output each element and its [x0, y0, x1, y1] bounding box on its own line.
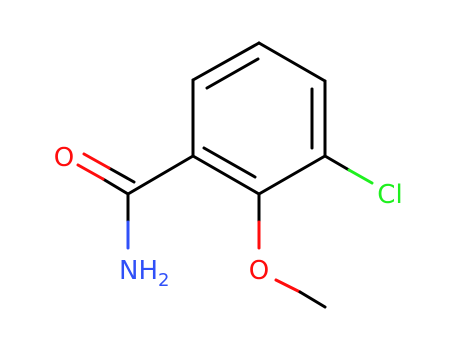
ring-bond-c5-c6	[191, 154, 261, 196]
ring-bond-c4-c5	[257, 154, 327, 196]
substituent-bonds	[76, 152, 374, 309]
benzene-ring	[191, 41, 327, 196]
bond-ring-chlorine-green	[347, 168, 374, 185]
atom-amide-nitrogen-subscript: 2	[158, 270, 169, 291]
bond-ring-chlorine-black	[323, 154, 351, 172]
ring-bond-c1-c2	[191, 41, 261, 82]
bond-carbonyl-double-a-red	[76, 163, 105, 181]
ring-bond-c1-c2-inner	[205, 57, 260, 90]
atom-amide-nitrogen: NH2	[119, 256, 169, 291]
ring-bond-c2-c3	[257, 41, 327, 83]
atom-amide-nitrogen-symbol: NH	[119, 256, 158, 286]
atom-chlorine: Cl	[377, 180, 402, 210]
bond-ring-carbonyl	[126, 154, 195, 196]
atom-oxygen-carbonyl: O	[54, 143, 74, 173]
bond-carbonyl-double-b-red	[82, 152, 111, 170]
bond-methoxy-methyl-red	[274, 278, 302, 294]
bond-carbonyl-double-a-black	[101, 177, 130, 196]
atom-oxygen-methoxy: O	[249, 256, 269, 286]
bond-carbonyl-double-b-black	[107, 166, 136, 184]
bond-methoxy-methyl-black	[298, 290, 327, 309]
ring-bond-c5-c6-inner	[202, 146, 257, 179]
